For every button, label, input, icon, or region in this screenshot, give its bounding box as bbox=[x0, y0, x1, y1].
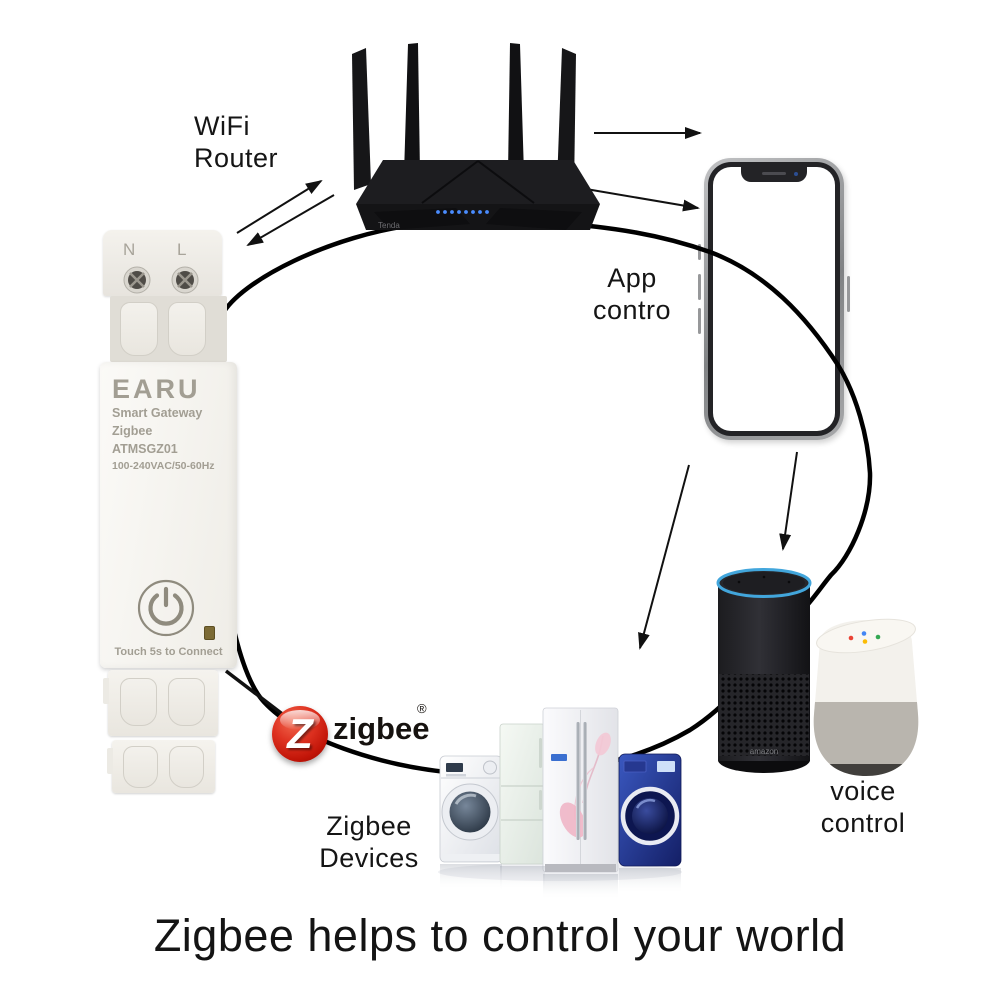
white-washing-machine bbox=[439, 755, 503, 863]
gateway-led-indicator bbox=[204, 626, 215, 640]
google-home-speaker bbox=[813, 618, 919, 776]
echo-speaker-grille bbox=[719, 674, 809, 756]
terminal-label-l: L bbox=[177, 240, 187, 259]
fridge-display bbox=[551, 754, 567, 761]
google-home-fabric-base bbox=[813, 702, 919, 768]
arrow-phone-to-devices bbox=[638, 464, 690, 650]
gateway-recess bbox=[110, 296, 227, 362]
phone-speaker-slit bbox=[762, 172, 786, 175]
app-control-label: App contro bbox=[592, 263, 672, 326]
arrow-phone-to-speakers bbox=[779, 451, 798, 551]
terminal-slot bbox=[120, 678, 157, 726]
arrow-router-to-gateway bbox=[246, 194, 335, 247]
flower-decal bbox=[595, 732, 611, 756]
fridge-handle bbox=[539, 790, 542, 810]
phone-notch bbox=[741, 167, 807, 182]
din-clip bbox=[103, 678, 109, 704]
echo-mic-holes bbox=[737, 575, 791, 584]
terminal-slot bbox=[123, 746, 158, 788]
phone-volume-up-button bbox=[698, 274, 701, 300]
gateway-protocol: Zigbee bbox=[112, 424, 153, 438]
phone-bezel bbox=[708, 162, 840, 436]
logo-gloss bbox=[280, 710, 320, 730]
reflection bbox=[500, 866, 545, 890]
router-antenna-icon bbox=[508, 43, 524, 174]
zigbee-z-letter: Z bbox=[287, 710, 313, 757]
small-refrigerator bbox=[499, 723, 546, 865]
screw-icon bbox=[171, 266, 199, 294]
gateway-model: ATMSGZ01 bbox=[112, 442, 178, 456]
echo-top-surface bbox=[723, 572, 805, 594]
phone-volume-down-button bbox=[698, 308, 701, 334]
fridge-handle bbox=[576, 722, 580, 840]
wifi-router: Tenda bbox=[352, 43, 600, 230]
gateway-bottom-block bbox=[107, 740, 215, 793]
router-brand-logo: Tenda bbox=[378, 221, 400, 230]
amazon-echo-speaker: amazon bbox=[716, 568, 812, 773]
gateway-bottom-block bbox=[103, 670, 218, 736]
screw-icon bbox=[123, 266, 151, 294]
gateway-terminal-cap: N L bbox=[103, 230, 222, 296]
page-title: Zigbee helps to control your world bbox=[153, 910, 847, 961]
phone-screen bbox=[713, 167, 835, 431]
smartphone bbox=[698, 158, 850, 440]
smart-gateway-device: N L EARU Smart Gateway Zig bbox=[100, 228, 237, 793]
phone-mute-switch bbox=[698, 244, 701, 260]
blue-washing-machine bbox=[618, 753, 682, 867]
google-home-top-surface bbox=[816, 618, 916, 654]
terminal-screws bbox=[123, 266, 199, 294]
router-antenna-icon bbox=[557, 48, 576, 190]
router-led-row bbox=[436, 210, 489, 214]
reflection bbox=[543, 874, 618, 900]
google-home-led-dots bbox=[848, 631, 881, 644]
gateway-rating: 100-240VAC/50-60Hz bbox=[112, 460, 215, 472]
washer-display bbox=[657, 761, 675, 772]
zigbee-devices-label: Zigbee Devices bbox=[319, 811, 419, 874]
gateway-brand: EARU bbox=[112, 374, 201, 404]
arrow-gateway-to-router bbox=[236, 179, 323, 234]
router-facet-lines bbox=[421, 160, 535, 204]
washer-drawer bbox=[623, 760, 647, 773]
router-antenna-icon bbox=[404, 43, 420, 174]
router-antenna-icon bbox=[352, 48, 371, 190]
reflection bbox=[440, 864, 502, 890]
zigbee-logo-icon: Z bbox=[272, 706, 328, 762]
terminal-slot bbox=[169, 746, 204, 788]
washer-display bbox=[446, 763, 463, 772]
phone-power-button bbox=[847, 276, 850, 312]
gateway-body: EARU Smart Gateway Zigbee ATMSGZ01 100-2… bbox=[100, 362, 237, 668]
fridge-handle bbox=[539, 738, 542, 768]
echo-brand-logo: amazon bbox=[750, 747, 778, 756]
reflection bbox=[619, 868, 681, 894]
router-top-deck bbox=[356, 160, 600, 204]
arrow-router-to-phone-bottom bbox=[585, 188, 700, 212]
wifi-router-label: WiFi Router bbox=[194, 111, 279, 174]
router-right-pod bbox=[486, 208, 582, 230]
power-button-icon bbox=[137, 579, 195, 637]
din-clip bbox=[107, 748, 113, 774]
gateway-touch-hint: Touch 5s to Connect bbox=[114, 646, 223, 658]
voice-control-label: voice control bbox=[820, 776, 906, 839]
zigbee-logo: Z zigbee ® bbox=[269, 698, 444, 770]
fridge-handle bbox=[583, 722, 587, 840]
terminal-slot bbox=[168, 678, 205, 726]
side-by-side-refrigerator bbox=[542, 707, 619, 873]
washer-knob bbox=[483, 760, 497, 775]
zigbee-wordmark: zigbee bbox=[333, 711, 430, 746]
terminal-slot bbox=[120, 302, 158, 356]
gateway-product-name: Smart Gateway bbox=[112, 406, 203, 420]
zigbee-appliances bbox=[438, 707, 682, 900]
terminal-slot bbox=[168, 302, 206, 356]
terminal-label-n: N bbox=[123, 240, 136, 259]
gateway-zigbee-pointer-line bbox=[224, 669, 287, 718]
phone-camera-dot bbox=[794, 172, 798, 176]
registered-trademark-symbol: ® bbox=[417, 701, 427, 716]
